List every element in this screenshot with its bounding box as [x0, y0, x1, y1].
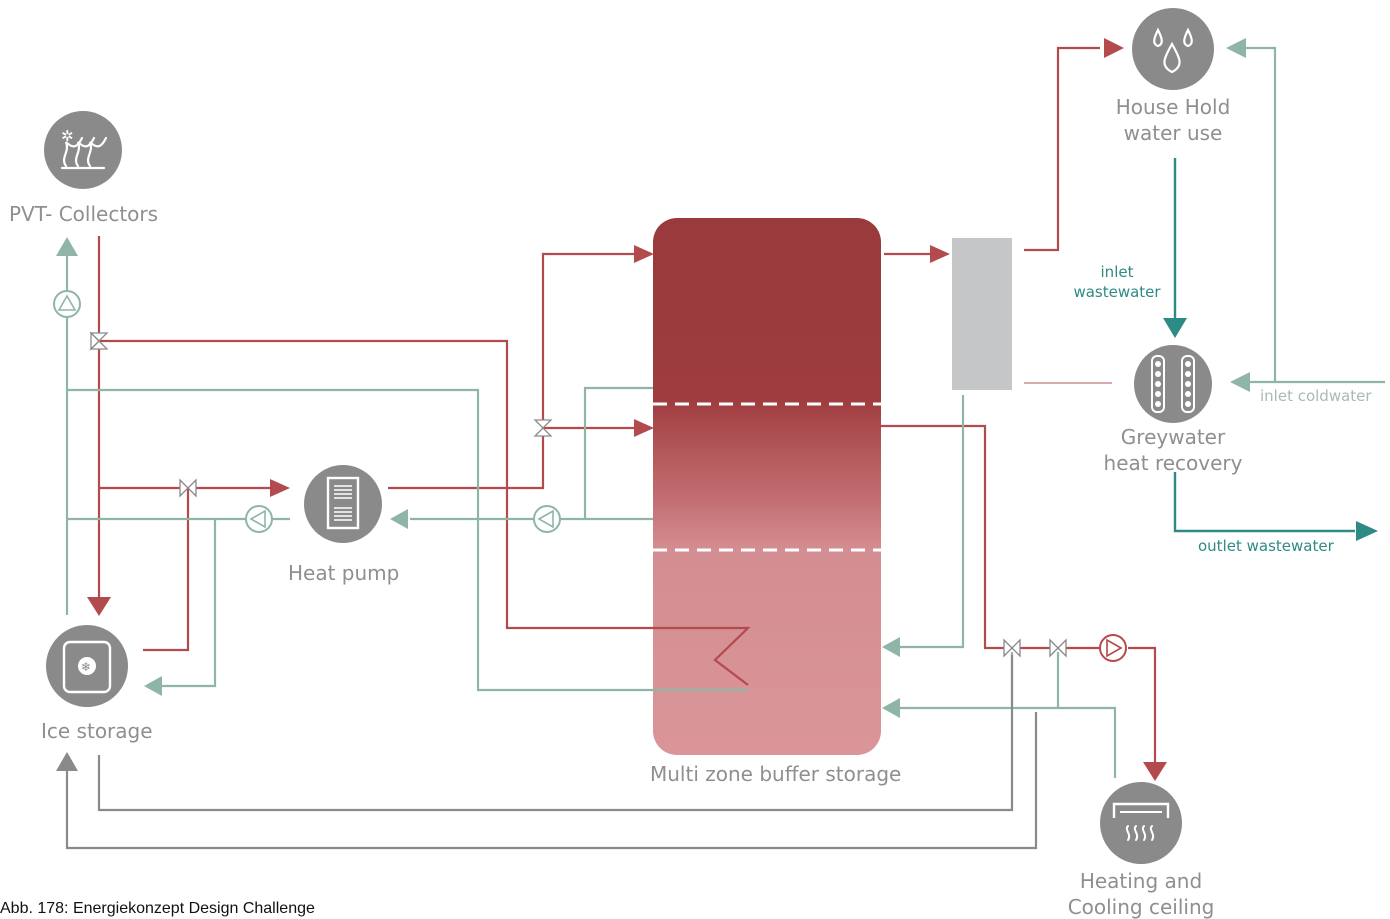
heat-pump-icon: [304, 465, 382, 543]
heating-cooling-label-line2: Cooling ceiling: [1067, 895, 1215, 919]
valve-buffer: [533, 419, 553, 429]
water-drops-icon: [1132, 8, 1214, 90]
heat-exchanger: [952, 238, 1012, 390]
valve-heating-2: [1049, 638, 1059, 658]
pump-heat-pump-sink: [533, 505, 561, 533]
pump-heating-circuit: [1099, 634, 1127, 662]
inlet-wastewater-line1: inlet: [1100, 263, 1134, 281]
inlet-coldwater-label: inlet coldwater: [1260, 387, 1372, 405]
flow-arrows: [56, 38, 1378, 781]
figure-caption: Abb. 178: Energiekonzept Design Challeng…: [0, 900, 315, 917]
heating-cooling-label: Heating and Cooling ceiling: [1056, 868, 1226, 919]
ice-storage-icon: ❄: [46, 625, 128, 707]
inlet-wastewater-label: inlet wastewater: [1062, 262, 1172, 302]
greywater-label-line2: heat recovery: [1103, 451, 1243, 475]
greywater-recovery-icon: [1134, 345, 1212, 423]
hot-water-lines: [97, 46, 1157, 765]
ice-storage-label: Ice storage: [41, 719, 153, 743]
greywater-label-line1: Greywater: [1120, 425, 1226, 449]
svg-text:❄: ❄: [81, 660, 91, 674]
wastewater-lines: [1173, 158, 1355, 533]
outlet-wastewater-label: outlet wastewater: [1198, 537, 1334, 555]
pump-heat-pump-source: [245, 505, 273, 533]
heat-pump-label: Heat pump: [288, 561, 400, 585]
buffer-storage-label: Multi zone buffer storage: [650, 762, 902, 786]
greywater-label: Greywater heat recovery: [1098, 424, 1248, 476]
buffer-storage-tank: [653, 218, 881, 755]
heating-cooling-label-line1: Heating and: [1079, 869, 1203, 893]
heating-cooling-ceiling-icon: [1100, 782, 1182, 864]
household-label-line1: House Hold: [1115, 95, 1231, 119]
pump-pvt: [53, 290, 81, 318]
inlet-wastewater-line2: wastewater: [1073, 283, 1161, 301]
cold-water-lines: [65, 46, 1385, 778]
valve-heat-pump: [179, 478, 189, 498]
pvt-collectors-label: PVT- Collectors: [9, 202, 159, 226]
svg-text:✲: ✲: [61, 127, 74, 145]
household-label: House Hold water use: [1098, 94, 1248, 146]
solar-collector-icon: ✲: [44, 111, 122, 189]
valve-heating-1: [1003, 638, 1013, 658]
ice-storage-return-lines: [65, 655, 1038, 850]
valves: [89, 331, 1067, 658]
household-label-line2: water use: [1123, 121, 1223, 145]
